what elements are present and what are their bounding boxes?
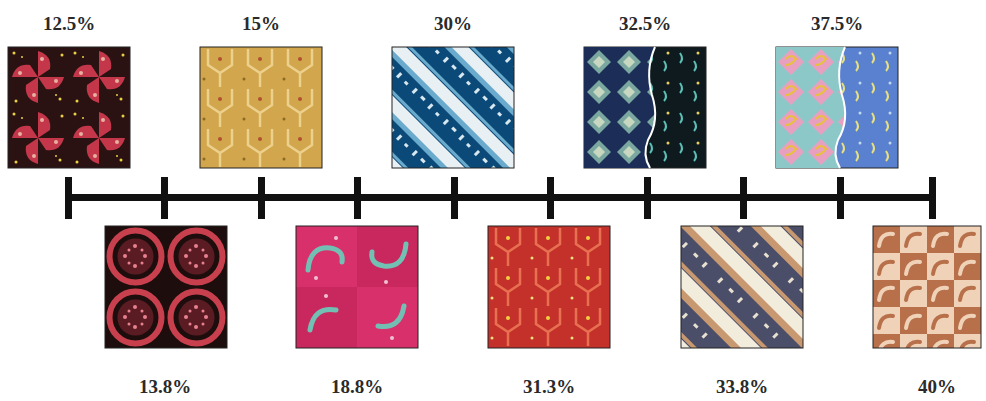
percentage-label: 15% [242,14,280,33]
percentage-label: 18.8% [331,377,383,396]
timeline-axis [65,177,936,219]
percentage-label: 12.5% [43,14,95,33]
percentage-label: 31.3% [523,377,575,396]
percentage-label: 40% [918,377,956,396]
percentage-label: 33.8% [716,377,768,396]
percentage-label: 37.5% [811,14,863,33]
percentage-label: 32.5% [619,14,671,33]
percentage-label: 13.8% [139,377,191,396]
percentage-label: 30% [434,14,472,33]
pattern-thumbnails [8,47,981,348]
